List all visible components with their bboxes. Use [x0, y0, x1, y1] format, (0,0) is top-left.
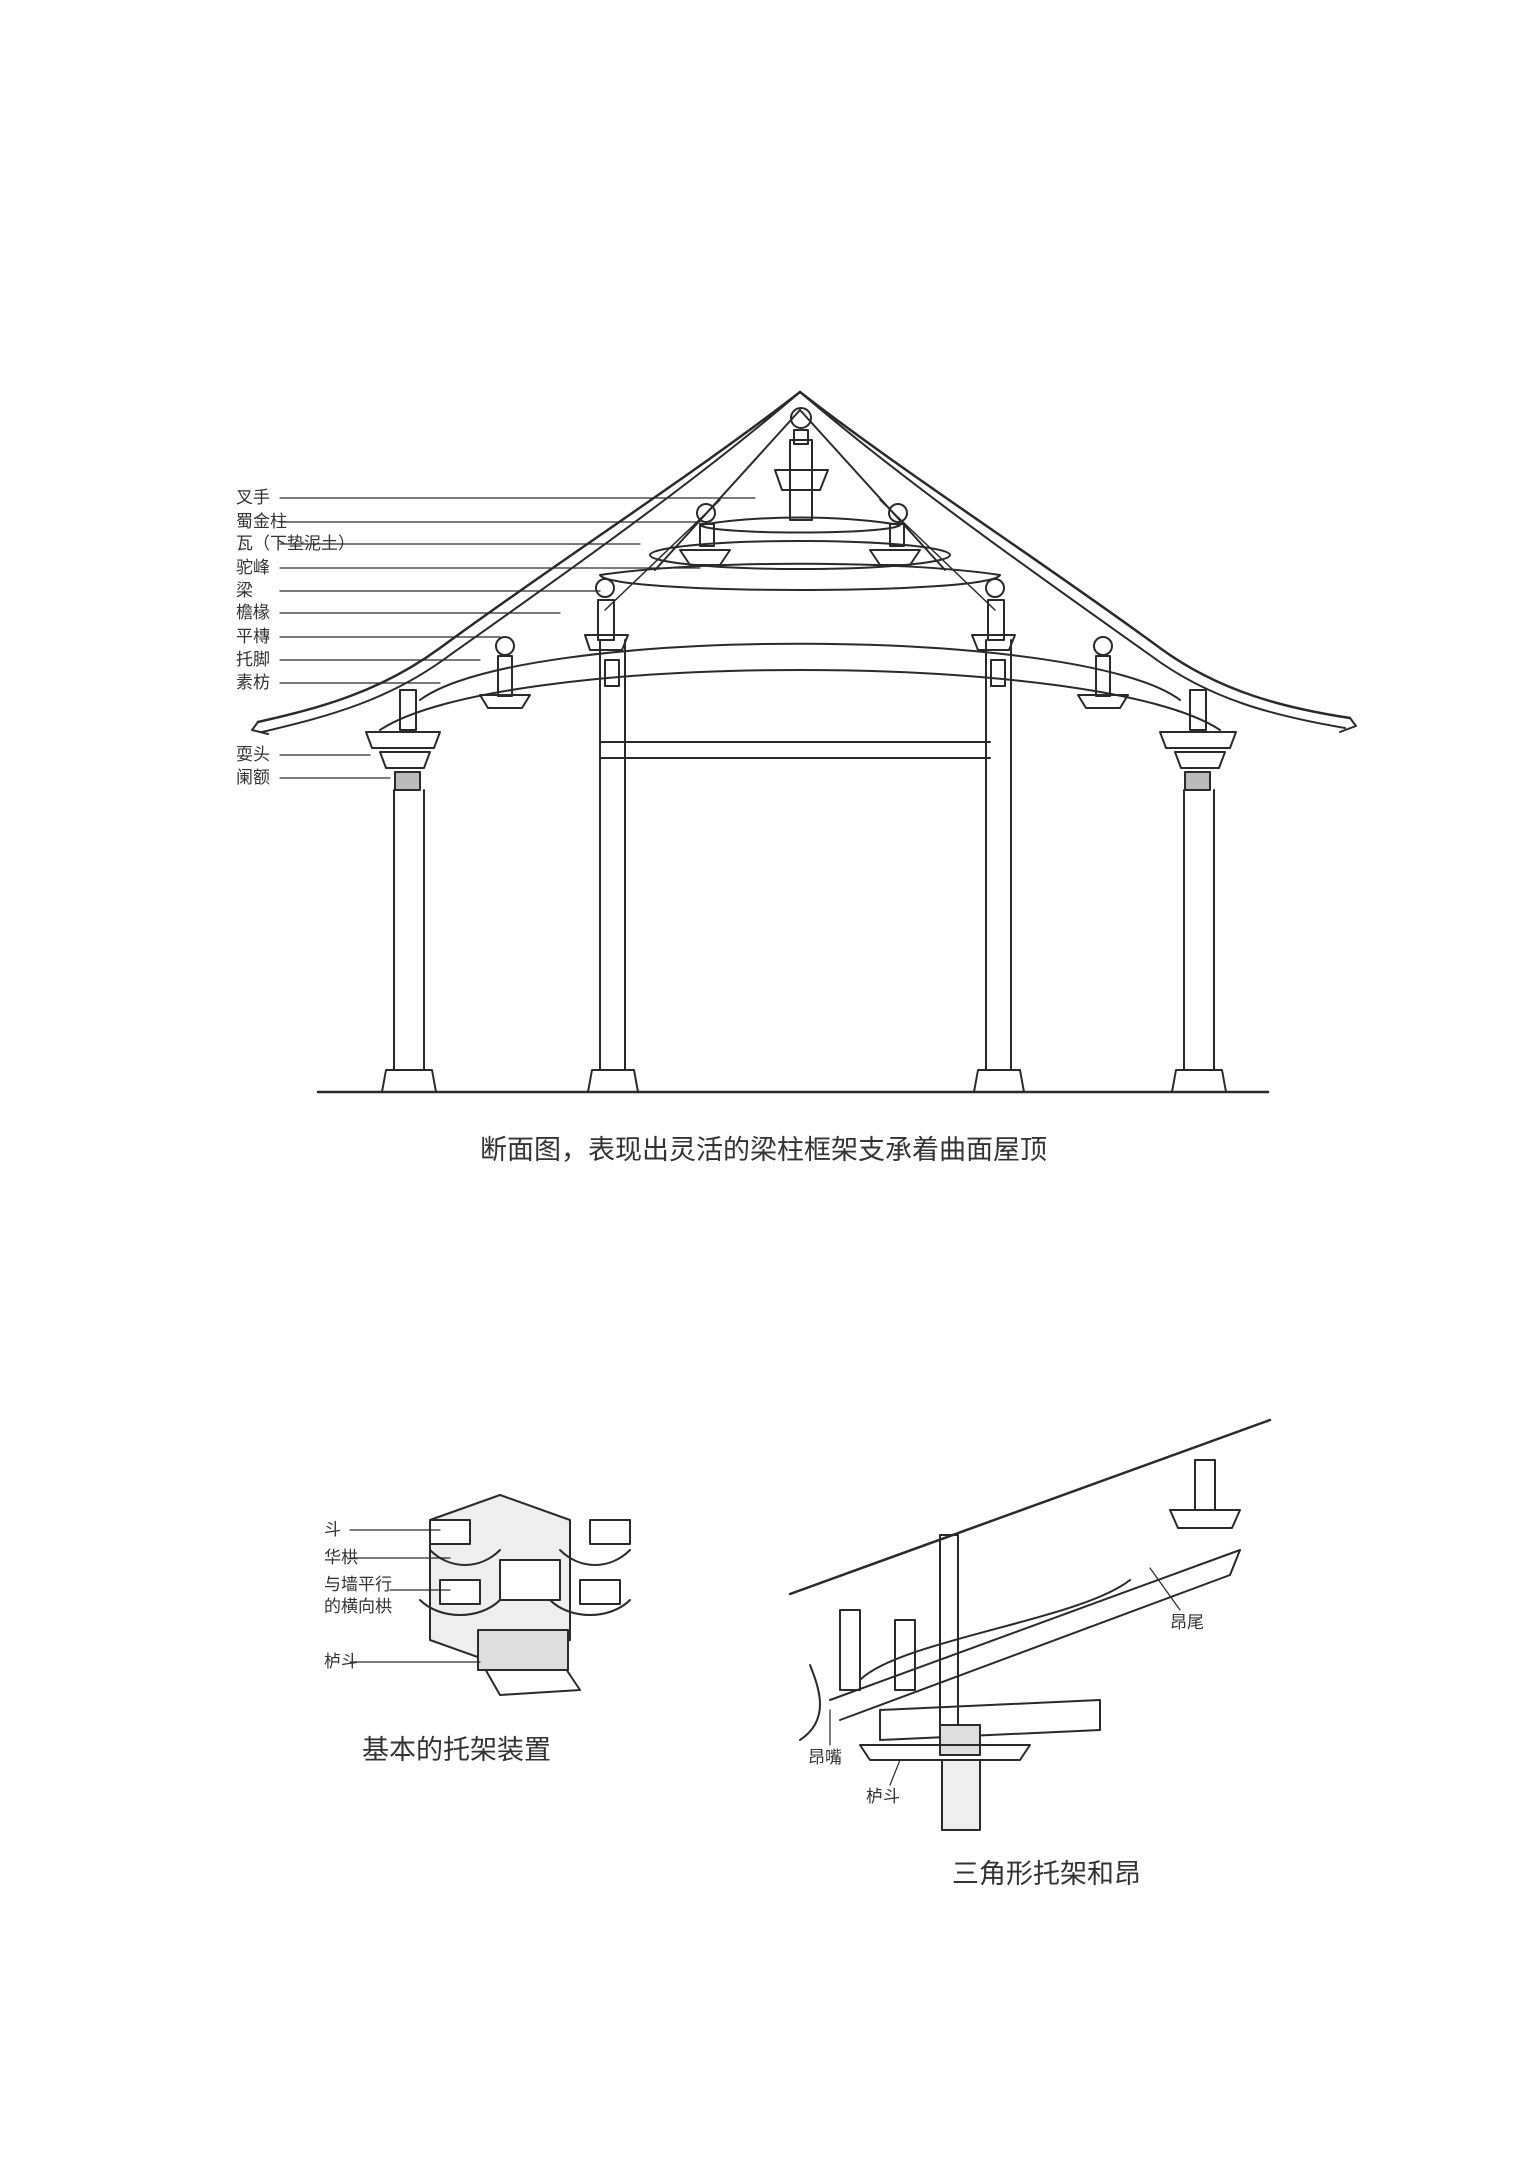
- basic-bracket-labels: 斗 华栱 与墙平行 的横向栱 栌斗: [324, 1520, 392, 1672]
- triangular-bracket-drawing: [788, 1418, 1272, 1831]
- label-sufang: 素枋: [236, 673, 270, 693]
- basic-bracket-drawing: [419, 1494, 631, 1696]
- section-caption: 断面图，表现出灵活的梁柱框架支承着曲面屋顶: [480, 1135, 1047, 1166]
- label-wa: 瓦（下垫泥土）: [236, 534, 355, 554]
- triangular-bracket-caption: 三角形托架和昂: [952, 1859, 1141, 1890]
- label-lane: 阑额: [236, 768, 270, 788]
- basic-bracket-caption: 基本的托架装置: [362, 1735, 551, 1766]
- triangular-bracket-leaders: [829, 1567, 1181, 1786]
- label-liang: 梁: [236, 581, 253, 601]
- label-shujinzhu: 蜀金柱: [236, 512, 287, 532]
- label-ludou-basic: 栌斗: [324, 1652, 358, 1672]
- label-pingtuan: 平槫: [236, 627, 270, 647]
- label-angwei: 昂尾: [1170, 1613, 1204, 1633]
- label-tuojiao: 托脚: [236, 650, 270, 670]
- label-huagong: 华栱: [324, 1548, 358, 1568]
- label-chashou: 叉手: [236, 488, 270, 508]
- basic-bracket-leaders: [349, 1529, 481, 1663]
- label-yanchuan: 檐椽: [236, 603, 270, 623]
- label-tuofeng: 驼峰: [236, 558, 270, 578]
- label-transverse-arm: 的横向栱: [324, 1597, 392, 1617]
- label-parallel-wall: 与墙平行: [324, 1575, 392, 1595]
- section-labels: 叉手 蜀金柱 瓦（下垫泥土） 驼峰 梁 檐椽 平槫 托脚 素枋 耍头 阑额: [236, 488, 355, 788]
- section-leaders: [279, 497, 756, 779]
- section-drawing: [251, 390, 1357, 1094]
- label-ludou-tri: 栌斗: [866, 1787, 900, 1807]
- label-shuatou: 耍头: [236, 745, 270, 765]
- triangular-bracket-labels: 昂尾 昂嘴 栌斗: [808, 1613, 1204, 1807]
- label-angzui: 昂嘴: [808, 1748, 842, 1768]
- label-dou: 斗: [324, 1520, 341, 1540]
